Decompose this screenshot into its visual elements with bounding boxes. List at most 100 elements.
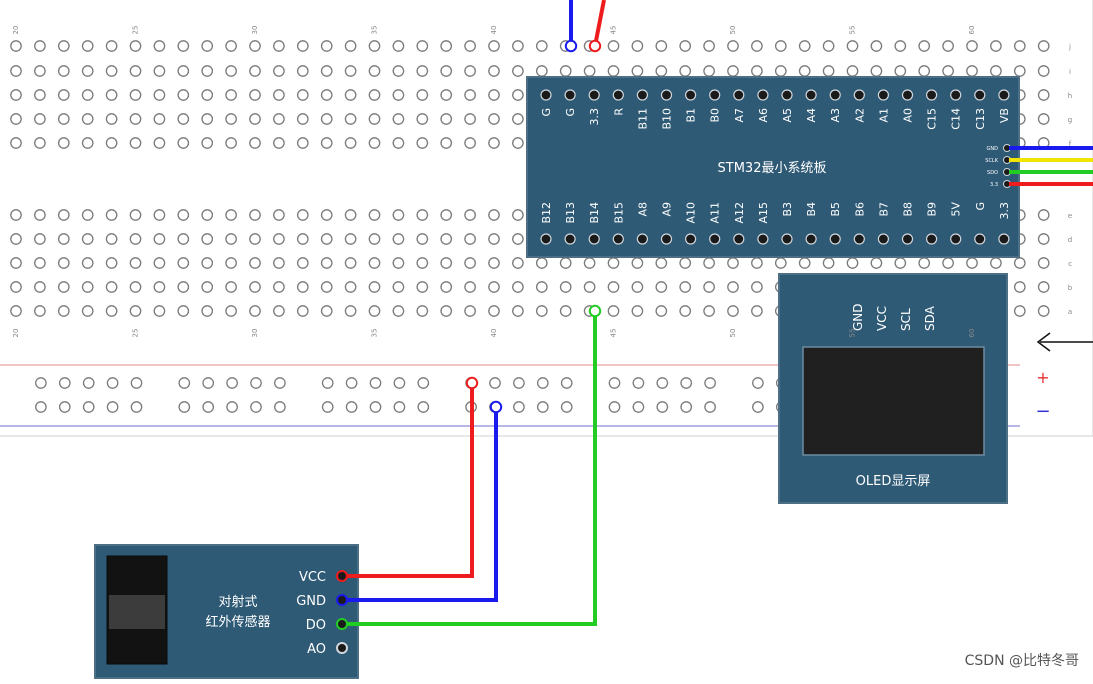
breadboard-hole: [57, 137, 70, 149]
rail-hole: [106, 401, 119, 413]
breadboard-hole: [273, 65, 285, 77]
rail-hole: [608, 401, 621, 413]
sensor-title-line2: 红外传感器: [205, 614, 270, 630]
breadboard-hole: [153, 209, 166, 221]
breadboard-hole: [535, 40, 548, 52]
breadboard-hole: [10, 65, 22, 77]
stm32-pin-bottom: [925, 233, 938, 245]
stm32-pin-label-bottom: B13: [564, 202, 577, 224]
breadboard-hole: [249, 233, 261, 245]
breadboard-hole: [81, 40, 94, 52]
stm32-side-pin-label: SDO: [987, 170, 998, 176]
breadboard-hole: [655, 257, 668, 269]
breadboard-hole: [296, 137, 309, 149]
row-letter: c: [1068, 260, 1072, 268]
breadboard-hole: [679, 65, 692, 77]
stm32-pin-top: [684, 89, 697, 101]
breadboard-hole: [81, 257, 94, 269]
breadboard-hole: [296, 89, 309, 101]
breadboard-hole: [631, 65, 644, 77]
stm32-side-pin-label: 3.3: [990, 182, 998, 188]
rail-hole: [58, 377, 71, 389]
rail-hole: [489, 377, 501, 389]
row-letter: i: [1069, 68, 1071, 76]
breadboard-hole: [296, 65, 309, 77]
rail-hole: [680, 377, 693, 389]
arrow-head: [1036, 332, 1051, 352]
wire-endpoint: [465, 376, 479, 390]
breadboard-hole: [1037, 305, 1050, 317]
breadboard-hole: [703, 65, 715, 77]
breadboard-hole: [10, 113, 22, 125]
breadboard-hole: [34, 305, 46, 317]
stm32-pin-label-top: C15: [926, 108, 939, 130]
rail-hole: [250, 377, 262, 389]
breadboard-hole: [583, 257, 596, 269]
breadboard-hole: [440, 113, 453, 125]
stm32-pin-label-bottom: G: [974, 202, 987, 211]
rail-hole: [656, 401, 669, 413]
wire-endpoint: [588, 39, 602, 53]
breadboard-hole: [679, 40, 692, 52]
breadboard-hole: [679, 257, 692, 269]
breadboard-hole: [320, 40, 333, 52]
breadboard-hole: [368, 209, 381, 221]
stm32-pin-label-bottom: A15: [757, 202, 770, 224]
breadboard-hole: [129, 209, 142, 221]
breadboard-hole: [751, 65, 763, 77]
breadboard-hole: [201, 89, 214, 101]
breadboard-hole: [177, 40, 190, 52]
breadboard-hole: [966, 40, 978, 52]
breadboard-hole: [942, 65, 954, 77]
breadboard-hole: [440, 257, 453, 269]
wire-sensor-gnd: [342, 407, 498, 602]
breadboard-hole: [918, 40, 931, 52]
breadboard-hole: [320, 281, 333, 293]
stm32-pin-top: [540, 89, 552, 101]
breadboard-hole: [488, 257, 500, 269]
breadboard-hole: [201, 281, 214, 293]
rail-hole: [130, 377, 143, 389]
stm32-pin-bottom: [757, 233, 769, 245]
stm32-pin-label-bottom: B3: [781, 202, 794, 217]
rail-hole: [226, 401, 238, 413]
breadboard-hole: [105, 257, 118, 269]
breadboard-hole: [1037, 89, 1050, 101]
breadboard-hole: [177, 257, 190, 269]
breadboard-hole: [1037, 257, 1050, 269]
stm32-pin-top: [660, 89, 673, 101]
rail-hole: [393, 377, 406, 389]
stm32-pin-top: [612, 89, 624, 101]
rail-hole: [202, 377, 215, 389]
rail-hole: [513, 401, 525, 413]
stm32-pin-label-top: VB: [998, 108, 1011, 123]
breadboard-hole: [464, 281, 476, 293]
breadboard-hole: [679, 305, 692, 317]
breadboard-hole: [201, 209, 214, 221]
breadboard-hole: [105, 209, 118, 221]
breadboard-hole: [416, 233, 429, 245]
watermark: CSDN @比特冬哥: [964, 653, 1079, 669]
breadboard-hole: [751, 305, 763, 317]
breadboard-hole: [129, 40, 142, 52]
column-number: 55: [849, 329, 857, 338]
breadboard-hole: [249, 89, 261, 101]
sensor-pin-label: AO: [307, 642, 326, 657]
breadboard-hole: [129, 305, 142, 317]
rail-hole: [58, 401, 71, 413]
stm32-pin-top: [588, 89, 600, 101]
breadboard-hole: [607, 65, 620, 77]
breadboard-hole: [177, 113, 190, 125]
breadboard-hole: [392, 209, 405, 221]
stm32-pin-label-top: G: [564, 108, 577, 117]
stm32-pin-bottom: [588, 233, 600, 245]
breadboard-hole: [273, 209, 285, 221]
breadboard-hole: [57, 257, 70, 269]
rail-hole: [608, 377, 621, 389]
column-number: 45: [610, 26, 618, 35]
sensor-pin-label: VCC: [299, 570, 326, 585]
stm32-pin-bottom: [733, 233, 745, 245]
rail-plus-symbol: +: [1036, 368, 1049, 387]
stm32-pin-bottom: [564, 233, 576, 245]
breadboard-hole: [153, 113, 166, 125]
